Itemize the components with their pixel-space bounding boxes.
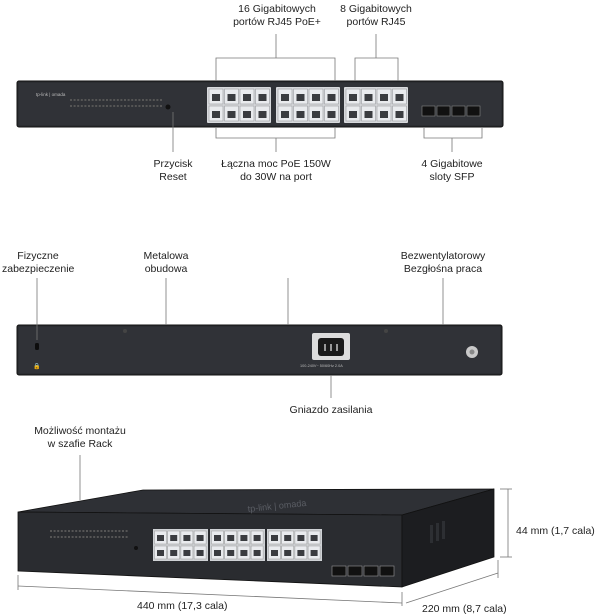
lock-label: Fizyczne zabezpieczenie: [2, 250, 75, 275]
iso-callout-lines: [17, 455, 512, 606]
reset-label: Przycisk Reset: [153, 158, 193, 183]
depth-label: 220 mm (8,7 cala): [422, 603, 507, 615]
poe-power-bracket-line: [215, 128, 336, 139]
poe-power-label: Łączna moc PoE 150W do 30W na port: [221, 158, 331, 183]
sfp-label: 4 Gigabitowe sloty SFP: [421, 158, 483, 183]
iso-sfp-slot: [347, 565, 363, 577]
iso-switch: tp-link | omada: [17, 488, 495, 588]
fanless-label: Bezwentylatorowy Bezgłośna praca: [400, 250, 486, 275]
front-panel: tp-link | omada: [16, 80, 504, 128]
iso-sfp-slot: [379, 565, 395, 577]
height-label: 44 mm (1,7 cala): [516, 525, 595, 537]
iso-sfp-slot: [331, 565, 347, 577]
lock-slot: [35, 343, 39, 350]
reset-button: [165, 104, 171, 110]
power-rating: 100-240V~ 50/60Hz 2.0A: [300, 364, 343, 368]
rj45-bracket-line: [354, 57, 399, 81]
back-callout-lines: [36, 278, 444, 398]
iso-sfp-slot: [363, 565, 379, 577]
rj45-ports-label: 8 Gigabitowych portów RJ45: [340, 3, 412, 28]
poe-ports-label: 16 Gigabitowych portów RJ45 PoE+: [233, 3, 321, 28]
power-socket-label: Gniazdo zasilania: [289, 404, 373, 416]
sfp-bracket-line: [423, 128, 483, 139]
case-label: Metalowa obudowa: [143, 250, 189, 275]
back-panel: 🔒 100-240V~ 50/60Hz 2.0A: [16, 324, 503, 376]
poe-bracket-line: [215, 57, 336, 81]
depth-dimension-line: [405, 572, 499, 604]
lock-icon: 🔒: [33, 362, 40, 370]
front-sfp-slot: [466, 105, 481, 117]
front-sfp-slot: [451, 105, 466, 117]
front-brand-text: tp-link | omada: [36, 92, 66, 97]
iso-side-face: [401, 488, 495, 588]
width-dimension-line: [17, 585, 403, 604]
front-callout-lines: [172, 34, 483, 152]
width-label: 440 mm (17,3 cala): [137, 600, 228, 612]
front-sfp-slot: [436, 105, 451, 117]
rack-label: Możliwość montażu w szafie Rack: [34, 425, 126, 450]
front-sfp-slot: [421, 105, 436, 117]
